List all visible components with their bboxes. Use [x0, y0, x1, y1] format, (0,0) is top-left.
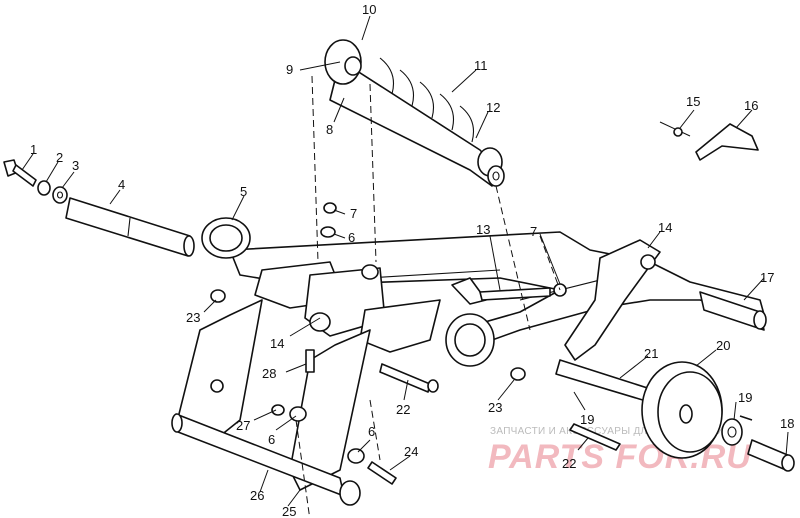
callout-19-right: 19 — [738, 390, 752, 405]
arm-eye-center — [445, 313, 495, 367]
callout-11: 11 — [474, 58, 488, 73]
callout-3: 3 — [72, 158, 79, 173]
nut-23-left — [210, 289, 226, 303]
callout-10: 10 — [362, 2, 376, 17]
callout-6-upper: 6 — [348, 230, 355, 245]
hardware-small — [210, 202, 753, 485]
shock-absorber — [324, 39, 505, 187]
cross-shaft-17 — [699, 291, 767, 331]
cap-16 — [695, 123, 759, 161]
link-cross-tube — [171, 413, 361, 506]
washer-6-upper — [320, 226, 336, 238]
pivot-shaft-4 — [65, 197, 195, 257]
callout-24: 24 — [404, 444, 418, 459]
callout-21: 21 — [644, 346, 658, 361]
bolt-22-left — [379, 363, 439, 393]
callout-5: 5 — [240, 184, 247, 199]
callout-7-right: 7 — [530, 224, 537, 239]
spacer-19 — [721, 418, 743, 446]
callout-22-left: 22 — [396, 402, 410, 417]
callout-9: 9 — [286, 62, 293, 77]
callout-14-left: 14 — [270, 336, 284, 351]
rail-mount-bracket — [254, 261, 441, 353]
nut-7-upper — [323, 202, 337, 214]
callout-6-lower-left: 6 — [268, 432, 275, 447]
callout-19-left: 19 — [580, 412, 594, 427]
idler-wheel-20 — [641, 361, 723, 459]
callout-26: 26 — [250, 488, 264, 503]
callout-13: 13 — [476, 222, 490, 237]
callout-1: 1 — [30, 142, 37, 157]
rear-side-plate-14 — [564, 239, 661, 361]
callout-12: 12 — [486, 100, 500, 115]
callout-14-right: 14 — [658, 220, 672, 235]
callout-8: 8 — [326, 122, 333, 137]
callout-7-upper: 7 — [350, 206, 357, 221]
leader-lines — [21, 15, 789, 507]
washer-3 — [52, 186, 68, 204]
axle-bolt-18 — [747, 439, 795, 472]
callout-6-lower-right: 6 — [368, 424, 375, 439]
bolt-1 — [3, 159, 37, 187]
arm-eye-5 — [201, 217, 251, 259]
callout-17: 17 — [760, 270, 774, 285]
callout-22-right: 22 — [562, 456, 576, 471]
callout-25: 25 — [282, 504, 296, 518]
bolt-22-right — [569, 423, 621, 451]
callout-23-right: 23 — [488, 400, 502, 415]
callout-2: 2 — [56, 150, 63, 165]
callout-27: 27 — [236, 418, 250, 433]
nut-23-right — [510, 367, 526, 381]
assembly-lines — [295, 75, 561, 518]
callout-23-left: 23 — [186, 310, 200, 325]
watermark-tagline: ЗАПЧАСТИ И АКСЕССУАРЫ ДЛЯ МОТОТЕХНИКИ — [490, 426, 738, 437]
screw-15 — [659, 121, 691, 137]
callout-15: 15 — [686, 94, 700, 109]
callout-20: 20 — [716, 338, 730, 353]
callout-18: 18 — [780, 416, 794, 431]
callout-16: 16 — [744, 98, 758, 113]
callouts: 1 2 3 4 5 6 6 6 7 7 8 9 10 11 12 13 14 1… — [30, 2, 794, 518]
callout-28: 28 — [262, 366, 276, 381]
lock-washer-2 — [37, 180, 51, 196]
callout-4: 4 — [118, 177, 125, 192]
